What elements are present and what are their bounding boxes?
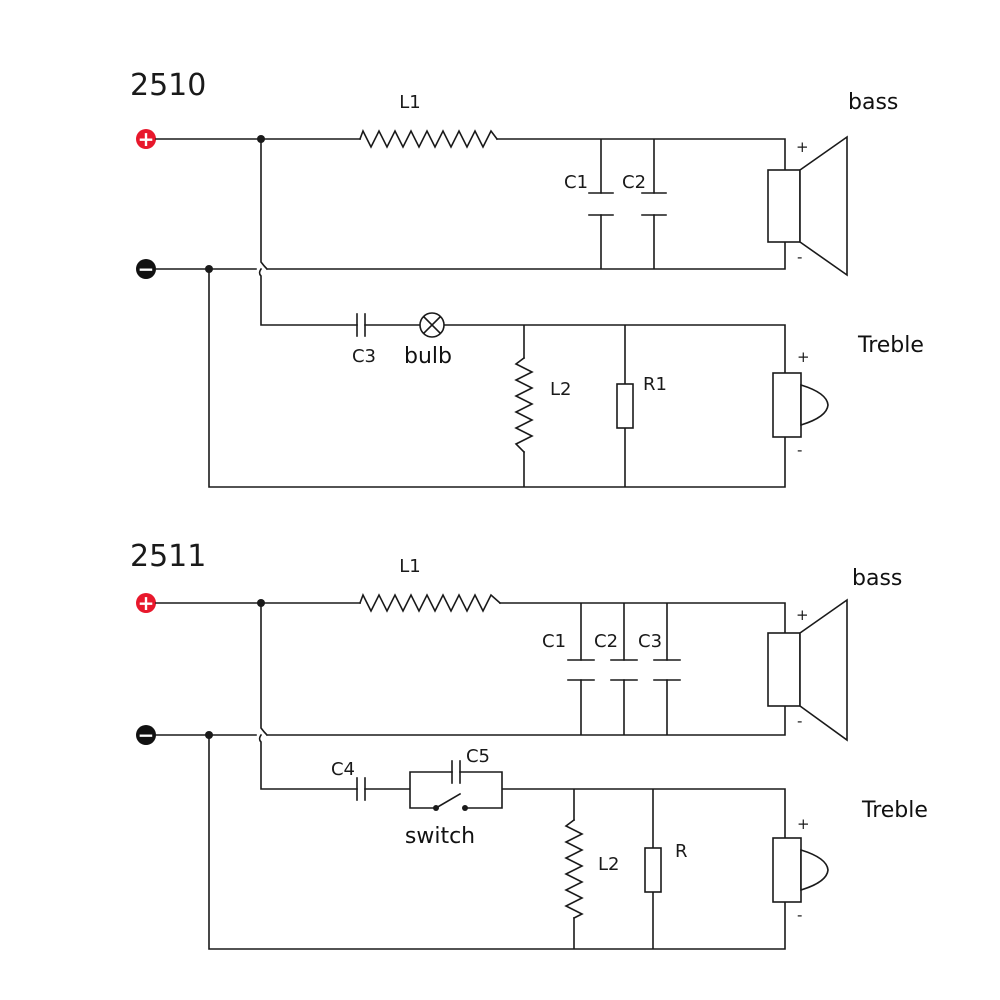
bulb: bulb xyxy=(404,312,452,369)
resistor-r1: R1 xyxy=(616,374,667,429)
svg-text:C4: C4 xyxy=(331,759,355,780)
svg-text:bass: bass xyxy=(852,566,902,591)
svg-text:R: R xyxy=(675,841,688,862)
svg-text:bulb: bulb xyxy=(404,344,452,369)
svg-text:C2: C2 xyxy=(594,631,618,652)
negative-terminal-icon xyxy=(136,725,156,745)
svg-text:bass: bass xyxy=(848,90,898,115)
capacitor-c2: C2 xyxy=(622,172,667,216)
svg-text:+: + xyxy=(138,127,155,151)
inductor-l1: L1 xyxy=(358,92,499,149)
negative-terminal: − xyxy=(136,723,156,747)
svg-text:+: + xyxy=(797,815,810,833)
svg-text:L1: L1 xyxy=(399,92,420,113)
svg-text:-: - xyxy=(797,712,802,730)
svg-text:+: + xyxy=(796,138,809,156)
inductor-l2: L2 xyxy=(514,356,571,454)
positive-terminal-icon xyxy=(136,129,156,149)
positive-terminal: + xyxy=(136,591,156,615)
svg-text:C3: C3 xyxy=(638,631,662,652)
svg-text:-: - xyxy=(797,441,802,459)
svg-text:-: - xyxy=(797,906,802,924)
inductor-l1: L1 xyxy=(358,556,502,613)
model-title: 2511 xyxy=(130,539,206,574)
circuit-2511: 2511 + − L1 C1 C2 C3 xyxy=(130,539,928,950)
treble-speaker: + - Treble xyxy=(772,798,928,924)
woofer-icon xyxy=(767,135,848,277)
positive-terminal: + xyxy=(136,127,156,151)
positive-terminal-icon xyxy=(136,593,156,613)
switch: switch xyxy=(405,792,475,849)
capacitor-c1: C1 xyxy=(564,172,614,216)
switch-icon xyxy=(434,792,462,810)
resistor-r: R xyxy=(644,841,688,893)
svg-text:switch: switch xyxy=(405,824,475,849)
junction-dot xyxy=(257,599,265,607)
svg-text:−: − xyxy=(138,723,155,747)
tweeter-icon xyxy=(772,372,829,438)
svg-text:C5: C5 xyxy=(466,746,490,767)
wiring xyxy=(155,138,786,488)
svg-text:L1: L1 xyxy=(399,556,420,577)
negative-terminal: − xyxy=(136,257,156,281)
svg-text:R1: R1 xyxy=(643,374,667,395)
svg-text:+: + xyxy=(138,591,155,615)
svg-text:L2: L2 xyxy=(598,854,619,875)
junction-dot xyxy=(205,731,213,739)
woofer-icon xyxy=(767,598,848,742)
capacitor-c3: C3 xyxy=(638,631,681,681)
treble-speaker: + - Treble xyxy=(772,333,924,459)
wiring xyxy=(155,602,786,950)
junction-dot xyxy=(205,265,213,273)
capacitor-c2: C2 xyxy=(594,631,638,681)
model-title: 2510 xyxy=(130,68,206,103)
svg-text:Treble: Treble xyxy=(861,798,928,823)
svg-text:C1: C1 xyxy=(564,172,588,193)
svg-text:Treble: Treble xyxy=(857,333,924,358)
svg-text:C3: C3 xyxy=(352,346,376,367)
capacitor-c3: C3 xyxy=(352,313,376,367)
svg-text:+: + xyxy=(796,606,809,624)
tweeter-icon xyxy=(772,837,829,903)
svg-text:-: - xyxy=(797,248,802,266)
bass-speaker: + - bass xyxy=(767,90,898,277)
negative-terminal-icon xyxy=(136,259,156,279)
circuit-2510: 2510 + − L1 C1 C2 xyxy=(130,68,924,488)
svg-text:C1: C1 xyxy=(542,631,566,652)
junction-dot xyxy=(257,135,265,143)
svg-text:−: − xyxy=(138,257,155,281)
capacitor-c1: C1 xyxy=(542,631,595,681)
capacitor-c5: C5 xyxy=(451,746,490,784)
bass-speaker: + - bass xyxy=(767,566,902,742)
svg-text:+: + xyxy=(797,348,810,366)
inductor-l2: L2 xyxy=(564,818,619,920)
capacitor-c4: C4 xyxy=(331,759,366,801)
svg-text:L2: L2 xyxy=(550,379,571,400)
svg-text:C2: C2 xyxy=(622,172,646,193)
switch-contact xyxy=(462,805,468,811)
